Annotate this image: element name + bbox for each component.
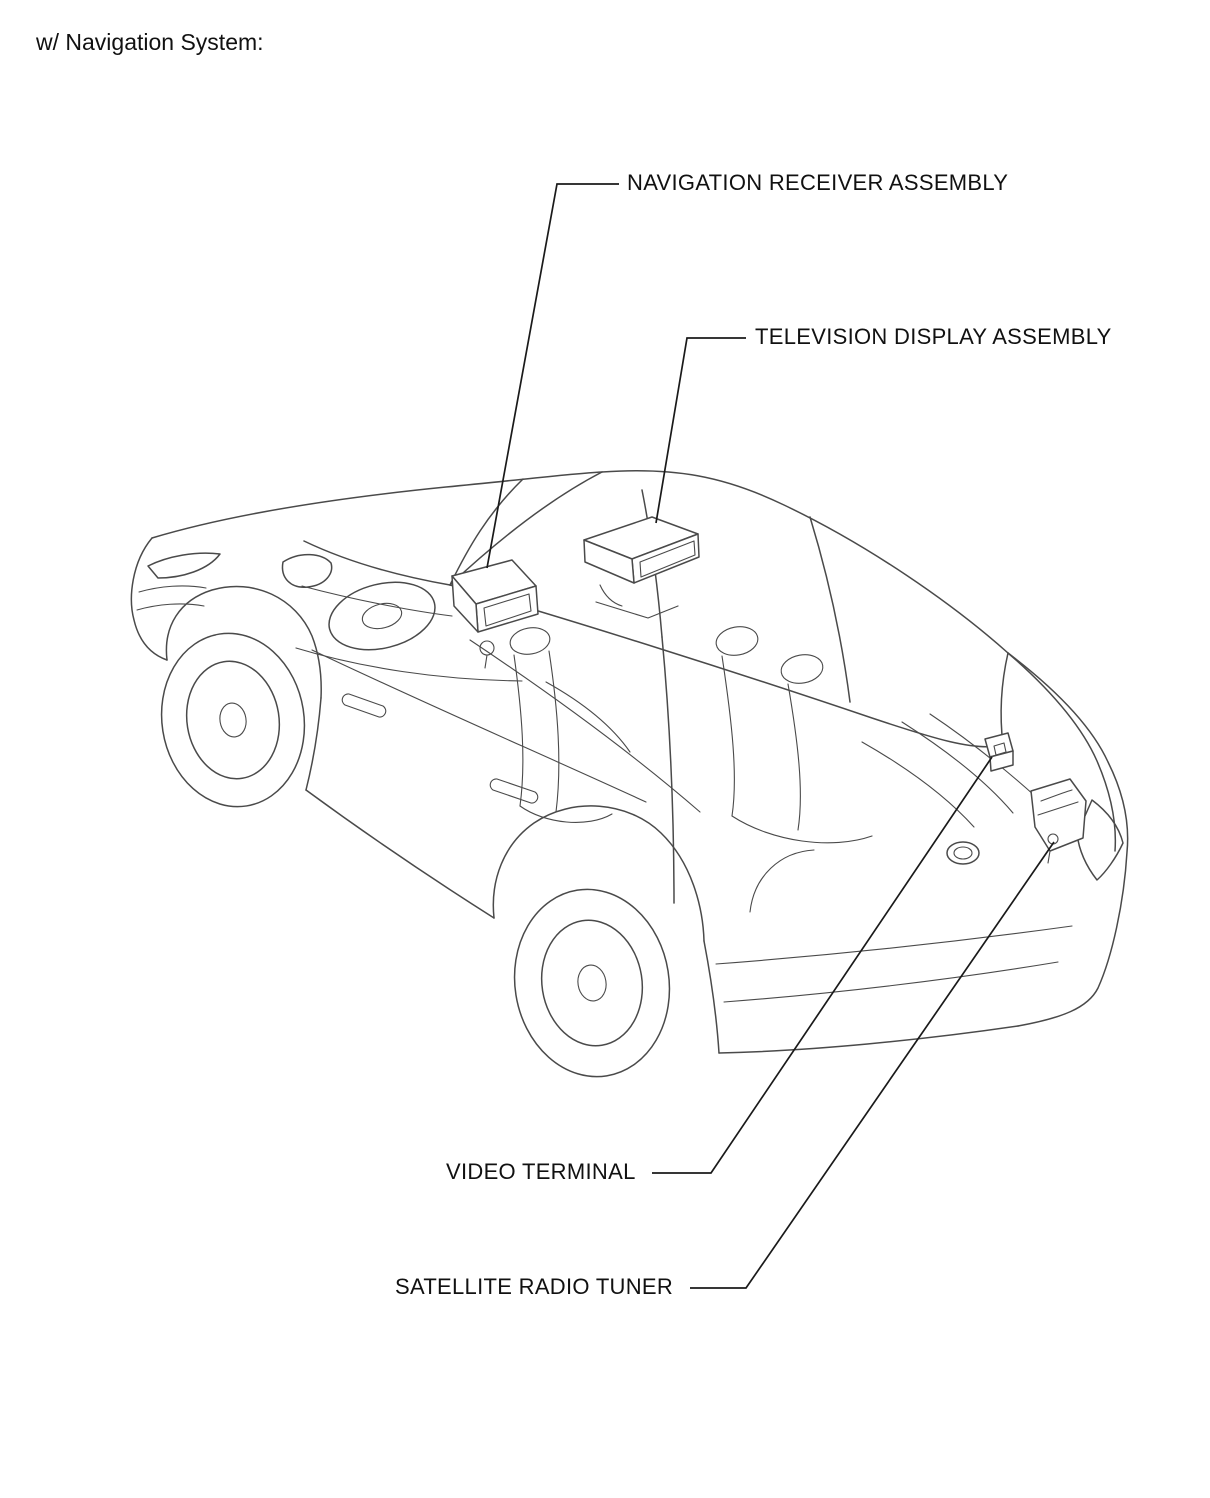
- taillight: [1076, 799, 1124, 881]
- car-rear-details: [749, 799, 1124, 913]
- navigation-receiver-drawing: [451, 559, 539, 633]
- leader-television-display: [655, 337, 746, 524]
- leader-satellite-radio-tuner: [690, 841, 1055, 1289]
- video-terminal-drawing: [984, 732, 1014, 772]
- label-navigation-receiver-assembly: NAVIGATION RECEIVER ASSEMBLY: [627, 170, 1009, 195]
- leader-navigation-receiver: [486, 183, 619, 569]
- car-interior: [295, 581, 1014, 844]
- car-wireframe: [130, 469, 1129, 1078]
- page-title: w/ Navigation System:: [36, 29, 264, 55]
- steering-wheel: [328, 581, 436, 651]
- front-seat-headrest: [509, 627, 551, 655]
- satellite-radio-tuner-drawing: [1030, 778, 1087, 864]
- rear-emblem: [946, 841, 980, 865]
- front-wheel: [160, 632, 306, 808]
- leader-lines: [486, 183, 1055, 1289]
- door-handle-front: [341, 693, 387, 718]
- car-side-details: [281, 553, 539, 804]
- car-glasshouse: [303, 471, 1057, 904]
- door-handle-rear: [489, 778, 539, 804]
- television-display-drawing: [583, 516, 700, 619]
- rear-seat-headrest: [715, 626, 759, 656]
- label-satellite-radio-tuner: SATELLITE RADIO TUNER: [395, 1274, 674, 1299]
- side-mirror: [281, 553, 333, 588]
- label-television-display-assembly: TELEVISION DISPLAY ASSEMBLY: [755, 324, 1112, 349]
- rear-wheel: [513, 888, 671, 1078]
- car-body-outline: [130, 469, 1129, 1054]
- label-video-terminal: VIDEO TERMINAL: [446, 1159, 636, 1184]
- leader-video-terminal: [652, 756, 993, 1174]
